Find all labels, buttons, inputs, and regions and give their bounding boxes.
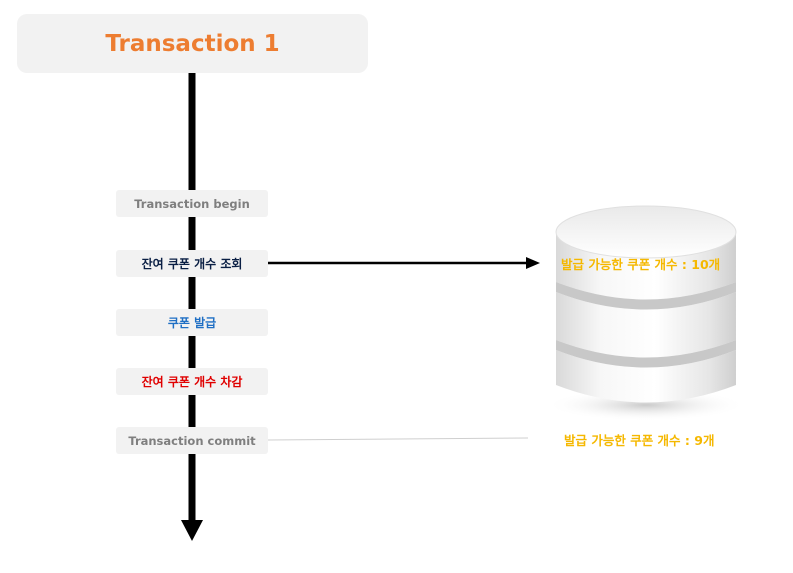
step-label: Transaction commit bbox=[128, 433, 256, 448]
step-issue-coupon: 쿠폰 발급 bbox=[116, 309, 268, 336]
query-arrow bbox=[268, 257, 540, 269]
step-query-remaining-coupons: 잔여 쿠폰 개수 조회 bbox=[116, 250, 268, 277]
transaction-title: Transaction 1 bbox=[105, 30, 280, 57]
timeline-arrowhead bbox=[181, 520, 203, 541]
step-decrement-coupons: 잔여 쿠폰 개수 차감 bbox=[116, 368, 268, 395]
step-transaction-commit: Transaction commit bbox=[116, 427, 268, 454]
db-available-coupons-after: 발급 가능한 쿠폰 개수 : 9개 bbox=[564, 433, 715, 448]
commit-line bbox=[267, 437, 529, 441]
query-arrowhead bbox=[526, 257, 540, 269]
database-top-cap bbox=[555, 205, 737, 259]
step-label: 잔여 쿠폰 개수 조회 bbox=[141, 257, 243, 271]
timeline bbox=[181, 73, 203, 541]
database-segment-middle bbox=[556, 292, 736, 358]
transaction-title-box: Transaction 1 bbox=[17, 14, 368, 73]
step-label: 잔여 쿠폰 개수 차감 bbox=[141, 375, 243, 389]
database-groove-2 bbox=[556, 340, 736, 368]
database-icon bbox=[546, 205, 746, 421]
database-groove-1 bbox=[556, 282, 736, 310]
step-transaction-begin: Transaction begin bbox=[116, 190, 268, 217]
db-available-coupons-before: 발급 가능한 쿠폰 개수 : 10개 bbox=[561, 257, 721, 272]
step-label: Transaction begin bbox=[134, 196, 250, 211]
step-label: 쿠폰 발급 bbox=[167, 316, 217, 330]
